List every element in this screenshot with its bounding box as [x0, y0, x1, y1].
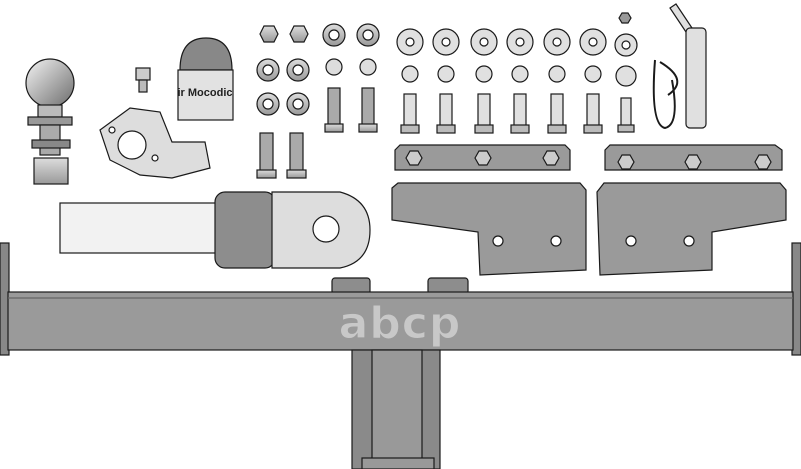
tow-hook-plate — [99, 107, 211, 179]
ball-cover: ir Mocodic — [177, 37, 234, 121]
crossbar — [0, 242, 801, 469]
hardware-group-2 — [396, 12, 638, 134]
hitch-pin — [652, 3, 707, 130]
mounting-brackets — [391, 182, 787, 276]
mounting-strips — [394, 144, 783, 171]
tow-ball — [25, 58, 75, 185]
ball-cover-logo: ir Mocodic — [177, 87, 232, 99]
draw-bar — [59, 191, 371, 269]
hardware-group-1 — [256, 23, 380, 179]
watermark: abcp — [339, 298, 462, 349]
small-bolt — [135, 67, 151, 93]
